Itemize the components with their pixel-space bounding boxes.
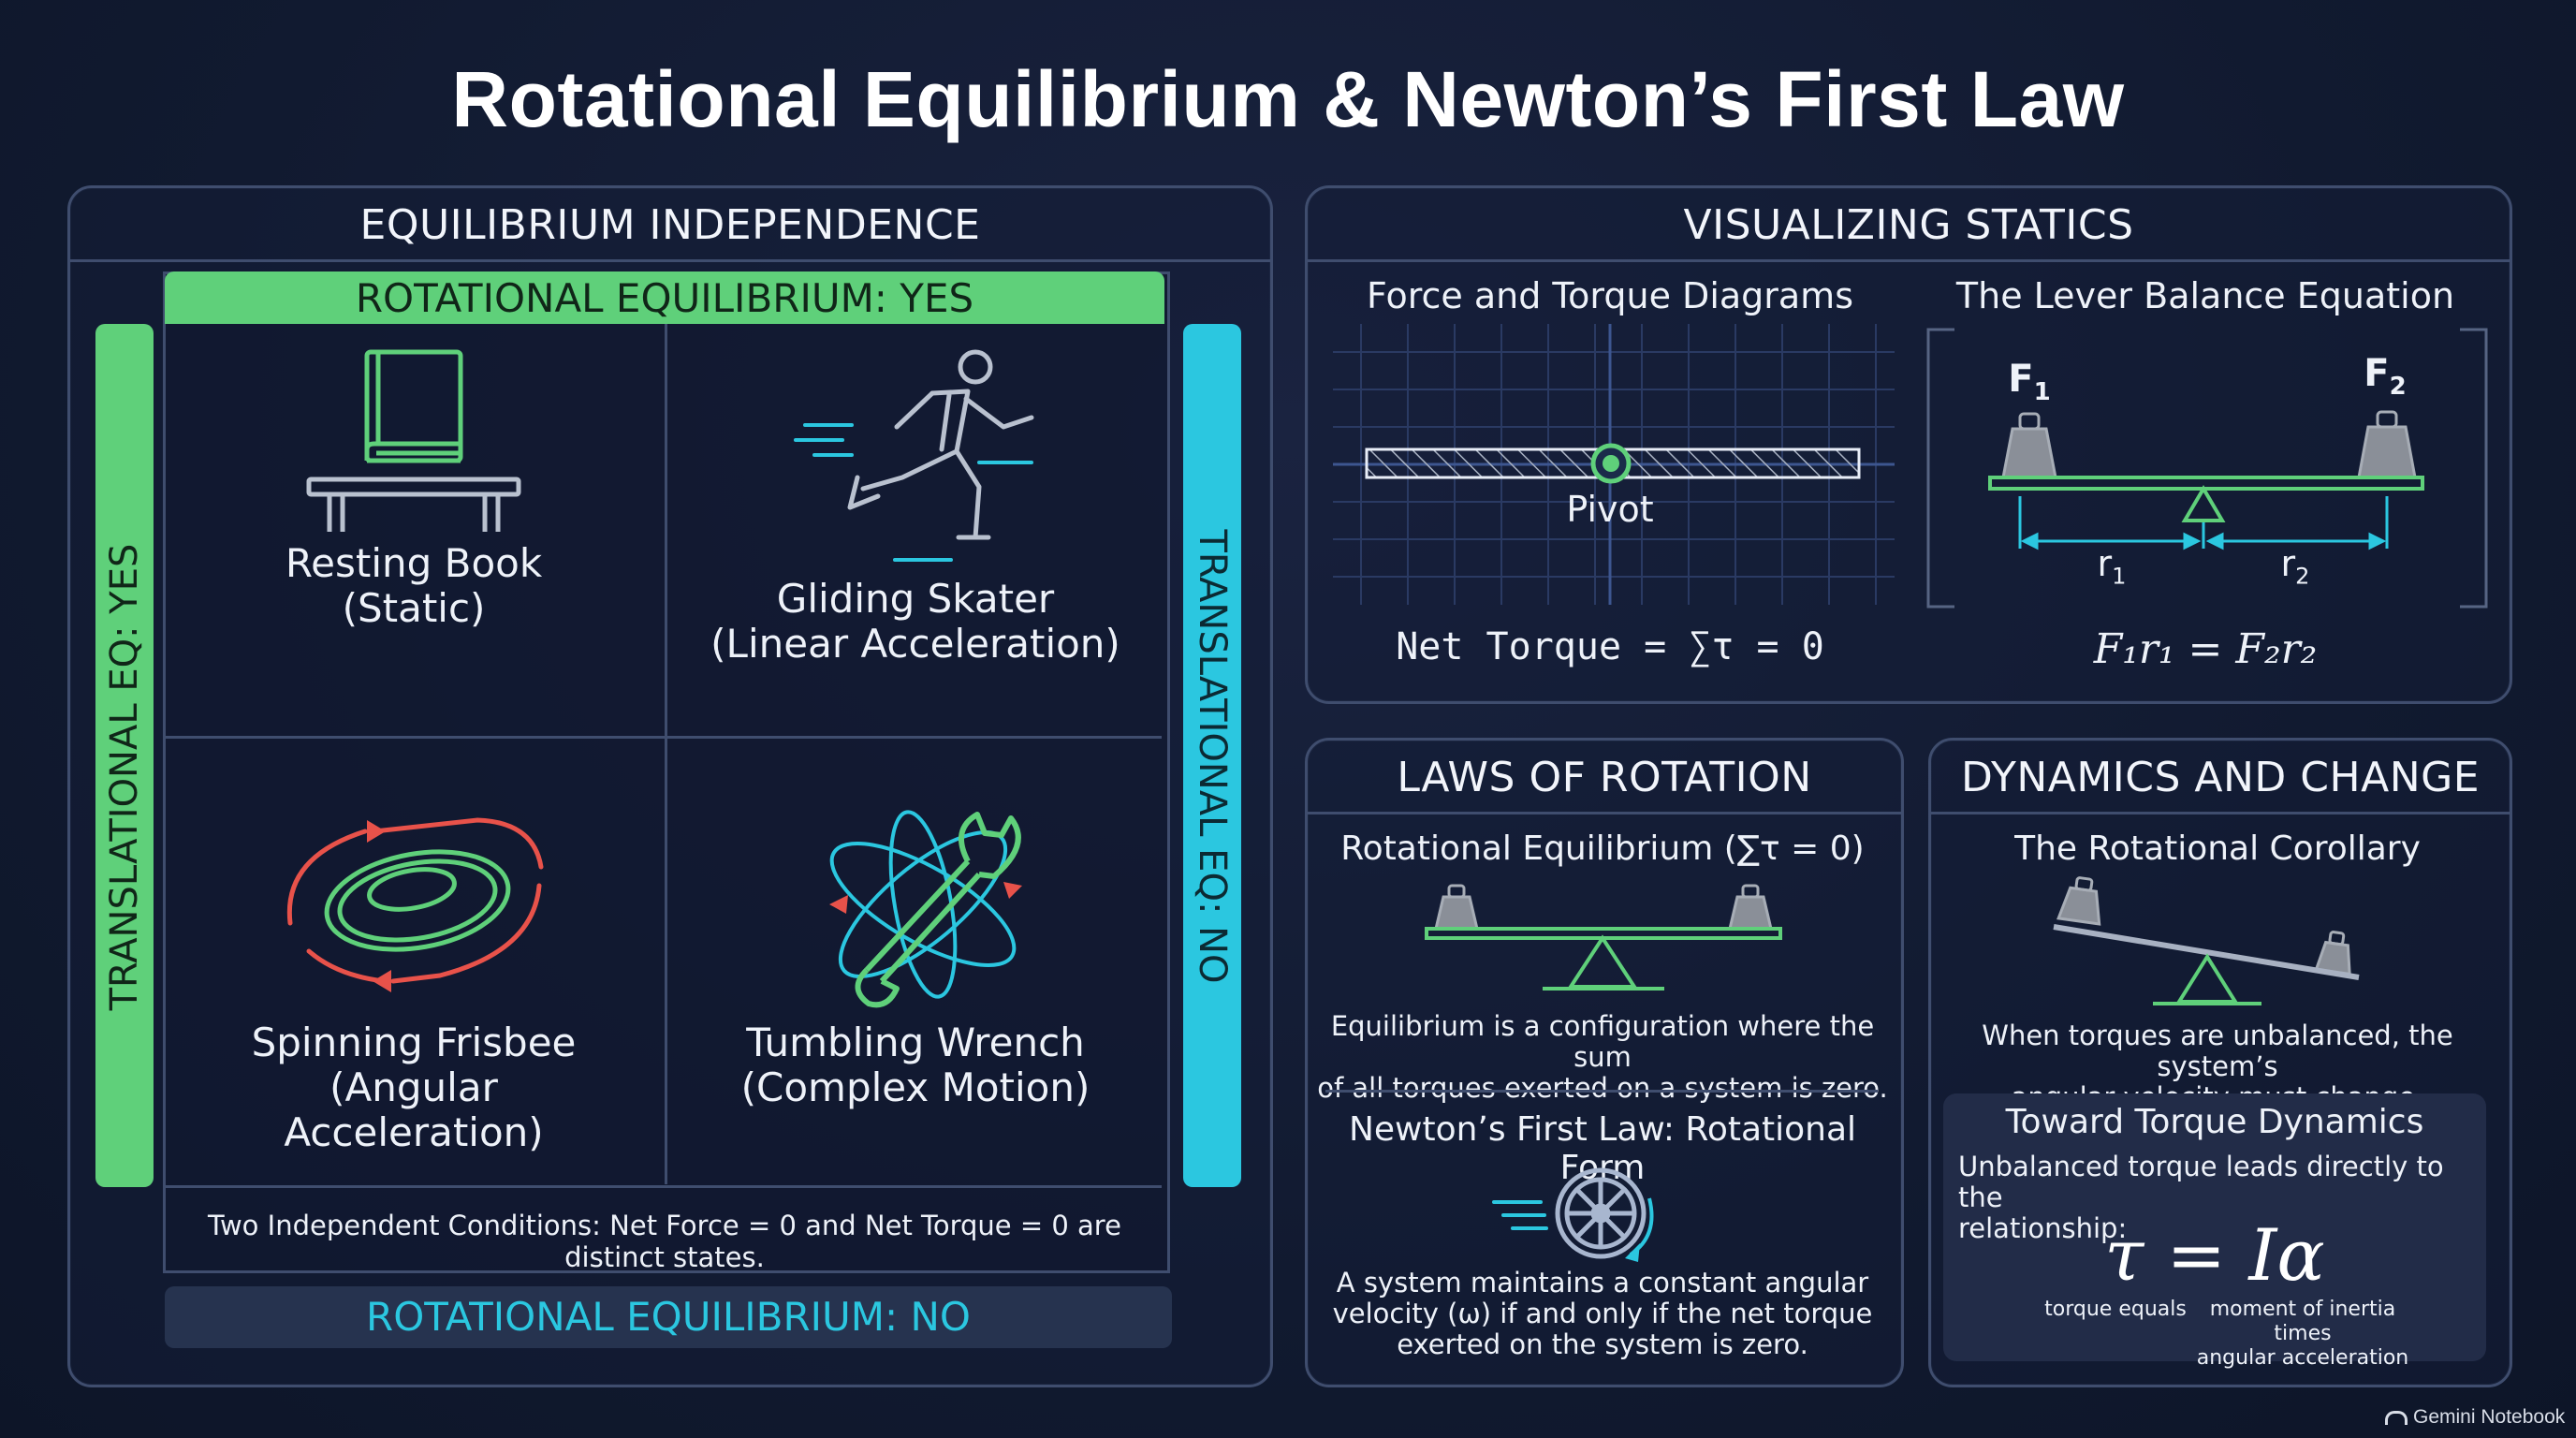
force-torque-title: Force and Torque Diagrams [1366, 275, 1854, 316]
tumbling-wrench-icon [829, 810, 1022, 1008]
pivot-icon [1590, 443, 1632, 484]
gliding-skater-icon [794, 349, 1034, 562]
statics-panel: VISUALIZING STATICS [1305, 185, 2512, 704]
laws-text1: Equilibrium is a configuration where the… [1310, 1011, 1895, 1104]
laws-text2: A system maintains a constant angular ve… [1310, 1268, 1895, 1360]
laws-text2-line2: velocity (ω) if and only if the net torq… [1332, 1298, 1873, 1329]
laws-sub2: Newton’s First Law: Rotational Form [1348, 1110, 1857, 1187]
torque-dynamics-text: Unbalanced torque leads directly to the … [1958, 1152, 2482, 1244]
watermark: Gemini Notebook [2385, 1406, 2572, 1429]
rotational-eq-yes-bar [165, 271, 1164, 324]
formula-caption-right-line2: angular acceleration [2196, 1346, 2409, 1370]
laws-divider [1325, 1090, 1878, 1093]
r2-label: r2 [2258, 543, 2333, 590]
torque-dynamics-box [1943, 1093, 2486, 1361]
laws-text2-line1: A system maintains a constant angular [1336, 1267, 1869, 1299]
resting-book-icon [306, 349, 521, 532]
torque-formula: τ = Iα [2104, 1213, 2325, 1297]
translational-eq-no-label: TRANSLATIONAL EQ: NO [1191, 529, 1234, 984]
statics-heading: VISUALIZING STATICS [1683, 201, 2134, 249]
translational-eq-no-bar [1183, 324, 1241, 1187]
f1-subscript: 1 [2033, 378, 2051, 406]
quadrant-1-title: Resting Book [285, 540, 543, 586]
equilibrium-footnote: Two Independent Conditions: Net Force = … [208, 1210, 1121, 1273]
f1-symbol: F [2008, 358, 2034, 401]
net-torque-equation: Net Torque = ∑τ = 0 [1396, 625, 1824, 668]
laws-text2-line3: exerted on the system is zero. [1397, 1328, 1808, 1360]
formula-caption-left: torque equals [2044, 1298, 2187, 1321]
f2-symbol: F [2364, 352, 2390, 395]
torque-dynamics-title: Toward Torque Dynamics [2005, 1103, 2424, 1141]
formula-caption-right-line1: moment of inertia times [2209, 1298, 2396, 1345]
r1-label: r1 [2074, 543, 2149, 590]
grid-vertical-divider [665, 323, 667, 1184]
laws-sub1: Rotational Equilibrium (∑τ = 0) [1340, 829, 1865, 868]
equilibrium-heading: EQUILIBRIUM INDEPENDENCE [359, 201, 981, 249]
quadrant-4-title: Tumbling Wrench [746, 1020, 1085, 1065]
grid-horizontal-divider [166, 736, 1162, 739]
watermark-icon [2385, 1410, 2408, 1425]
laws-heading: LAWS OF ROTATION [1397, 754, 1812, 801]
unbalanced-lever-icon [2053, 876, 2360, 1005]
pivot-label: Pivot [1566, 489, 1654, 530]
r2-symbol: r [2280, 543, 2296, 584]
quadrant-1-label: Resting Book (Static) [227, 541, 601, 631]
f2-subscript: 2 [2389, 373, 2407, 401]
f2-label: F2 [2348, 352, 2422, 401]
translational-eq-yes-label: TRANSLATIONAL EQ: YES [103, 543, 146, 1011]
quadrant-3-subtitle: (Angular Acceleration) [284, 1064, 544, 1155]
rotational-eq-yes-label: ROTATIONAL EQUILIBRIUM: YES [355, 275, 974, 321]
lever-balance-title: The Lever Balance Equation [1955, 275, 2455, 316]
page-title: Rotational Equilibrium & Newton’s First … [451, 55, 2125, 143]
dynamics-heading: DYNAMICS AND CHANGE [1960, 754, 2481, 801]
quadrant-4-label: Tumbling Wrench (Complex Motion) [710, 1020, 1121, 1110]
quadrant-2-subtitle: (Linear Acceleration) [710, 621, 1120, 667]
laws-text1-line1: Equilibrium is a configuration where the… [1330, 1010, 1875, 1073]
balanced-lever-icon [1425, 884, 1782, 990]
dynamics-heading-divider [1931, 812, 2510, 814]
spinning-frisbee-icon [286, 817, 544, 992]
quadrant-3-title: Spinning Frisbee [251, 1020, 577, 1065]
formula-caption-right: moment of inertia times angular accelera… [2181, 1298, 2424, 1371]
spinning-wheel-icon [1492, 1167, 1654, 1262]
quadrant-3-label: Spinning Frisbee (Angular Acceleration) [208, 1020, 620, 1155]
torque-dynamics-text-line2: relationship: [1958, 1212, 2128, 1244]
laws-text1-line2: of all torques exerted on a system is ze… [1317, 1072, 1888, 1104]
dynamics-text1-line1: When torques are unbalanced, the system’… [1982, 1020, 2453, 1082]
torque-dynamics-text-line1: Unbalanced torque leads directly to the [1958, 1151, 2444, 1213]
f1-label: F1 [1992, 358, 2067, 406]
statics-heading-divider [1308, 259, 2510, 262]
quadrant-1-subtitle: (Static) [342, 585, 486, 631]
r1-symbol: r [2097, 543, 2113, 584]
lever-equation: F₁r₁ = F₂r₂ [2093, 625, 2318, 673]
watermark-text: Gemini Notebook [2413, 1406, 2566, 1428]
laws-panel: LAWS OF ROTATION [1305, 738, 1904, 1387]
r2-subscript: 2 [2295, 563, 2310, 590]
quadrant-2-label: Gliding Skater (Linear Acceleration) [691, 577, 1140, 667]
heading-divider [70, 259, 1270, 262]
r1-subscript: 1 [2112, 563, 2127, 590]
quadrant-4-subtitle: (Complex Motion) [740, 1064, 1090, 1110]
dynamics-sub1: The Rotational Corollary [2014, 829, 2421, 868]
lever-balance-diagram [1988, 410, 2424, 550]
rotational-eq-no-bar [165, 1286, 1172, 1348]
grid-footer-divider [166, 1185, 1162, 1188]
translational-eq-yes-bar [95, 324, 154, 1187]
quadrant-2-title: Gliding Skater [776, 576, 1055, 622]
rotational-eq-no-label: ROTATIONAL EQUILIBRIUM: NO [366, 1294, 971, 1340]
laws-heading-divider [1308, 812, 1901, 814]
lever-balance-frame [1926, 328, 2488, 609]
